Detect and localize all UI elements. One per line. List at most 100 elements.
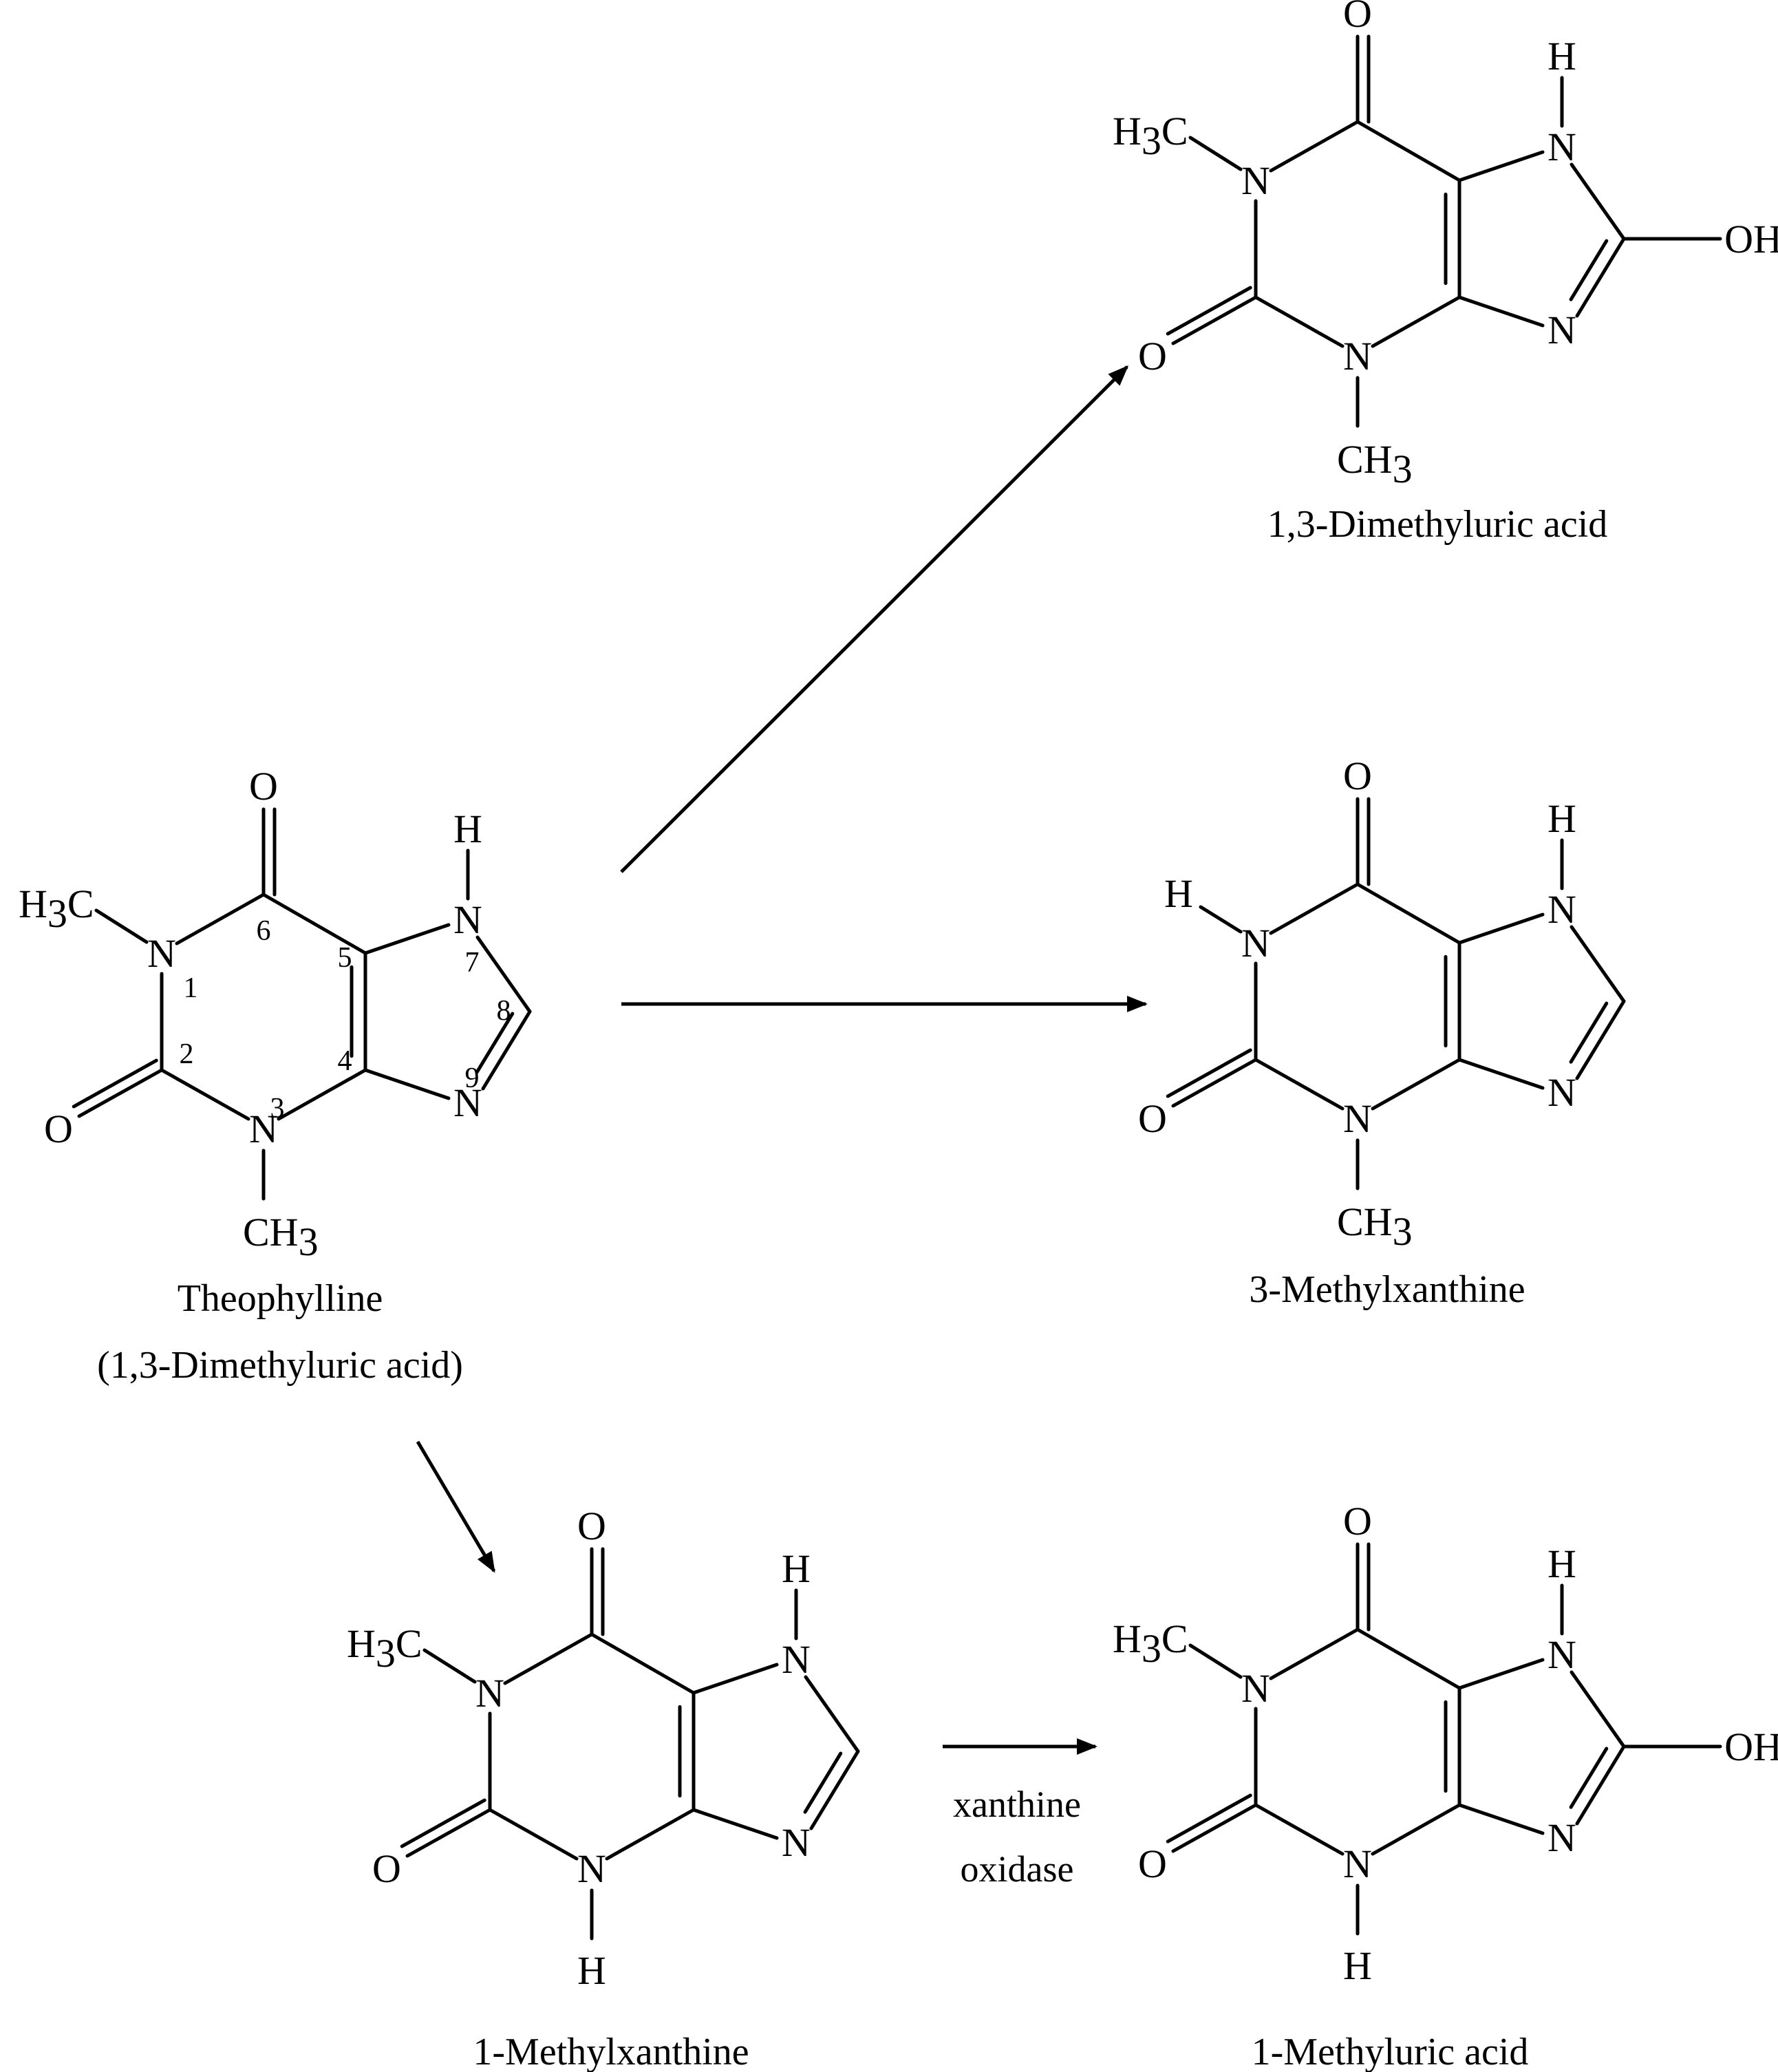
bond-n1-c6 [175, 893, 266, 946]
atom-h1: H [1164, 871, 1193, 916]
atom-o2: O [1138, 1096, 1167, 1141]
atom-oh8: OH [1724, 217, 1778, 261]
atom-h3c-n1-h: H [19, 882, 47, 926]
bond-n1-ch3 [1188, 1643, 1243, 1679]
atom-n9: N [1547, 1815, 1576, 1860]
atom-h7: H [1547, 796, 1576, 841]
bond-c8-n9-second-line [1569, 1747, 1609, 1809]
atom-ch3-n3: CH3 [1337, 1199, 1413, 1254]
atom-n1: N [147, 931, 176, 976]
atom-h3c-n1-subscript: 3 [1142, 118, 1161, 163]
atom-h3: H [577, 1948, 606, 1993]
atom-h3c-n1-subscript: 3 [47, 891, 67, 936]
atom-n7: N [1547, 125, 1576, 169]
bond-c2-o2-second-line [1166, 1793, 1252, 1844]
atom-n1: N [1241, 1666, 1270, 1711]
bond-c6-c5 [1356, 120, 1461, 182]
bond-n1-ch3 [94, 908, 149, 944]
bond-c8-n9 [481, 1010, 532, 1091]
bond-c4-n3 [1371, 1058, 1461, 1111]
theophylline-name: Theophylline [178, 1277, 383, 1320]
bond-n1-ch3 [1188, 136, 1243, 171]
bond-c2-o2-second-line [1166, 1048, 1252, 1098]
bond-n9-c4 [1457, 1058, 1545, 1090]
bond-n1-c6 [1269, 882, 1360, 935]
atom-n7: N [782, 1637, 811, 1682]
ring-number-8: 8 [497, 995, 511, 1027]
bond-n7-c8 [804, 1675, 860, 1753]
atom-n3: N [577, 1846, 606, 1891]
bond-n3-c2 [1254, 1803, 1345, 1856]
bond-c6-c5 [1356, 1627, 1461, 1690]
ring-number-3: 3 [270, 1093, 285, 1124]
atom-n7: N [1547, 887, 1576, 932]
atom-h3c-n1-c: C [67, 882, 94, 926]
bond-c4-n3 [605, 1808, 696, 1861]
atom-o6: O [1343, 1499, 1372, 1544]
atom-n3: N [1343, 334, 1372, 378]
bond-c5-n7 [1457, 150, 1545, 182]
bond-n7-c8 [1570, 925, 1626, 1003]
atom-n7: N [1547, 1632, 1576, 1677]
bond-n3-c2 [1254, 1058, 1345, 1111]
atom-n1: N [1241, 921, 1270, 965]
bond-c6-c5 [261, 893, 367, 955]
dimethyluric-acid-name: 1,3-Dimethyluric acid [1267, 503, 1608, 546]
atom-ch3-n3-subscript: 3 [1393, 447, 1413, 491]
bond-n7-c8 [1570, 1670, 1626, 1749]
enzyme-label-line1: xanthine [953, 1784, 1081, 1825]
atom-h3c-n1-subscript: 3 [376, 1631, 396, 1676]
bond-c5-n7 [1457, 1658, 1545, 1690]
atom-ch3-n3: CH3 [243, 1210, 319, 1264]
bond-c2-o2 [1171, 1803, 1258, 1853]
bond-n1-c6 [503, 1632, 594, 1685]
atom-n3: N [249, 1107, 278, 1151]
bond-c2-o2 [77, 1068, 164, 1118]
bond-c5-n7 [363, 923, 451, 955]
bond-c4-n3 [1371, 295, 1461, 348]
atom-o6: O [1343, 754, 1372, 798]
atom-o2: O [44, 1107, 73, 1151]
atom-h3c-n1-h: H [1113, 109, 1142, 153]
atom-oh8: OH [1724, 1724, 1778, 1769]
ring-number-4: 4 [338, 1045, 352, 1077]
bond-n9-c4 [363, 1068, 451, 1100]
ring-number-2: 2 [180, 1038, 194, 1070]
bond-n1-h [1199, 905, 1243, 934]
bond-n1-c6 [1269, 1627, 1360, 1680]
atom-o2: O [372, 1846, 401, 1891]
bond-n3-c2 [160, 1068, 250, 1121]
bond-c8-n9-second-line [1569, 1001, 1609, 1064]
bond-c8-n9-second-line [1569, 239, 1609, 301]
atom-h3c-n1-subscript: 3 [1142, 1626, 1161, 1671]
1-methylxanthine-name: 1-Methylxanthine [473, 2031, 749, 2072]
bond-c2-o2 [405, 1808, 492, 1858]
atom-o6: O [1343, 0, 1372, 36]
atom-n3: N [1343, 1096, 1372, 1141]
bond-c6-c5 [1356, 882, 1461, 945]
bond-n3-c2 [488, 1808, 579, 1861]
atom-o2: O [1138, 1841, 1167, 1886]
atom-ch3-n3-subscript: 3 [299, 1219, 319, 1264]
bond-c8-n9 [1575, 237, 1626, 318]
atom-h3c-n1-c: C [1161, 109, 1188, 153]
bond-c2-o2 [1171, 295, 1258, 345]
bond-n9-c4 [692, 1808, 779, 1840]
bond-c2-o2-second-line [72, 1058, 158, 1109]
atom-o2: O [1138, 334, 1167, 378]
bond-c8-n9-second-line [475, 1012, 515, 1074]
atom-h7: H [453, 807, 482, 851]
atom-h3c-n1: H3C [19, 882, 94, 936]
enzyme-label-line2: oxidase [961, 1848, 1074, 1890]
bond-n9-c4 [1457, 295, 1545, 328]
ring-number-9: 9 [465, 1062, 480, 1094]
1-methyluric-acid-name: 1-Methyluric acid [1252, 2031, 1529, 2072]
bond-n3-c2 [1254, 295, 1345, 348]
atom-n1: N [1241, 158, 1270, 203]
atom-ch3-n3: CH3 [1337, 437, 1413, 491]
